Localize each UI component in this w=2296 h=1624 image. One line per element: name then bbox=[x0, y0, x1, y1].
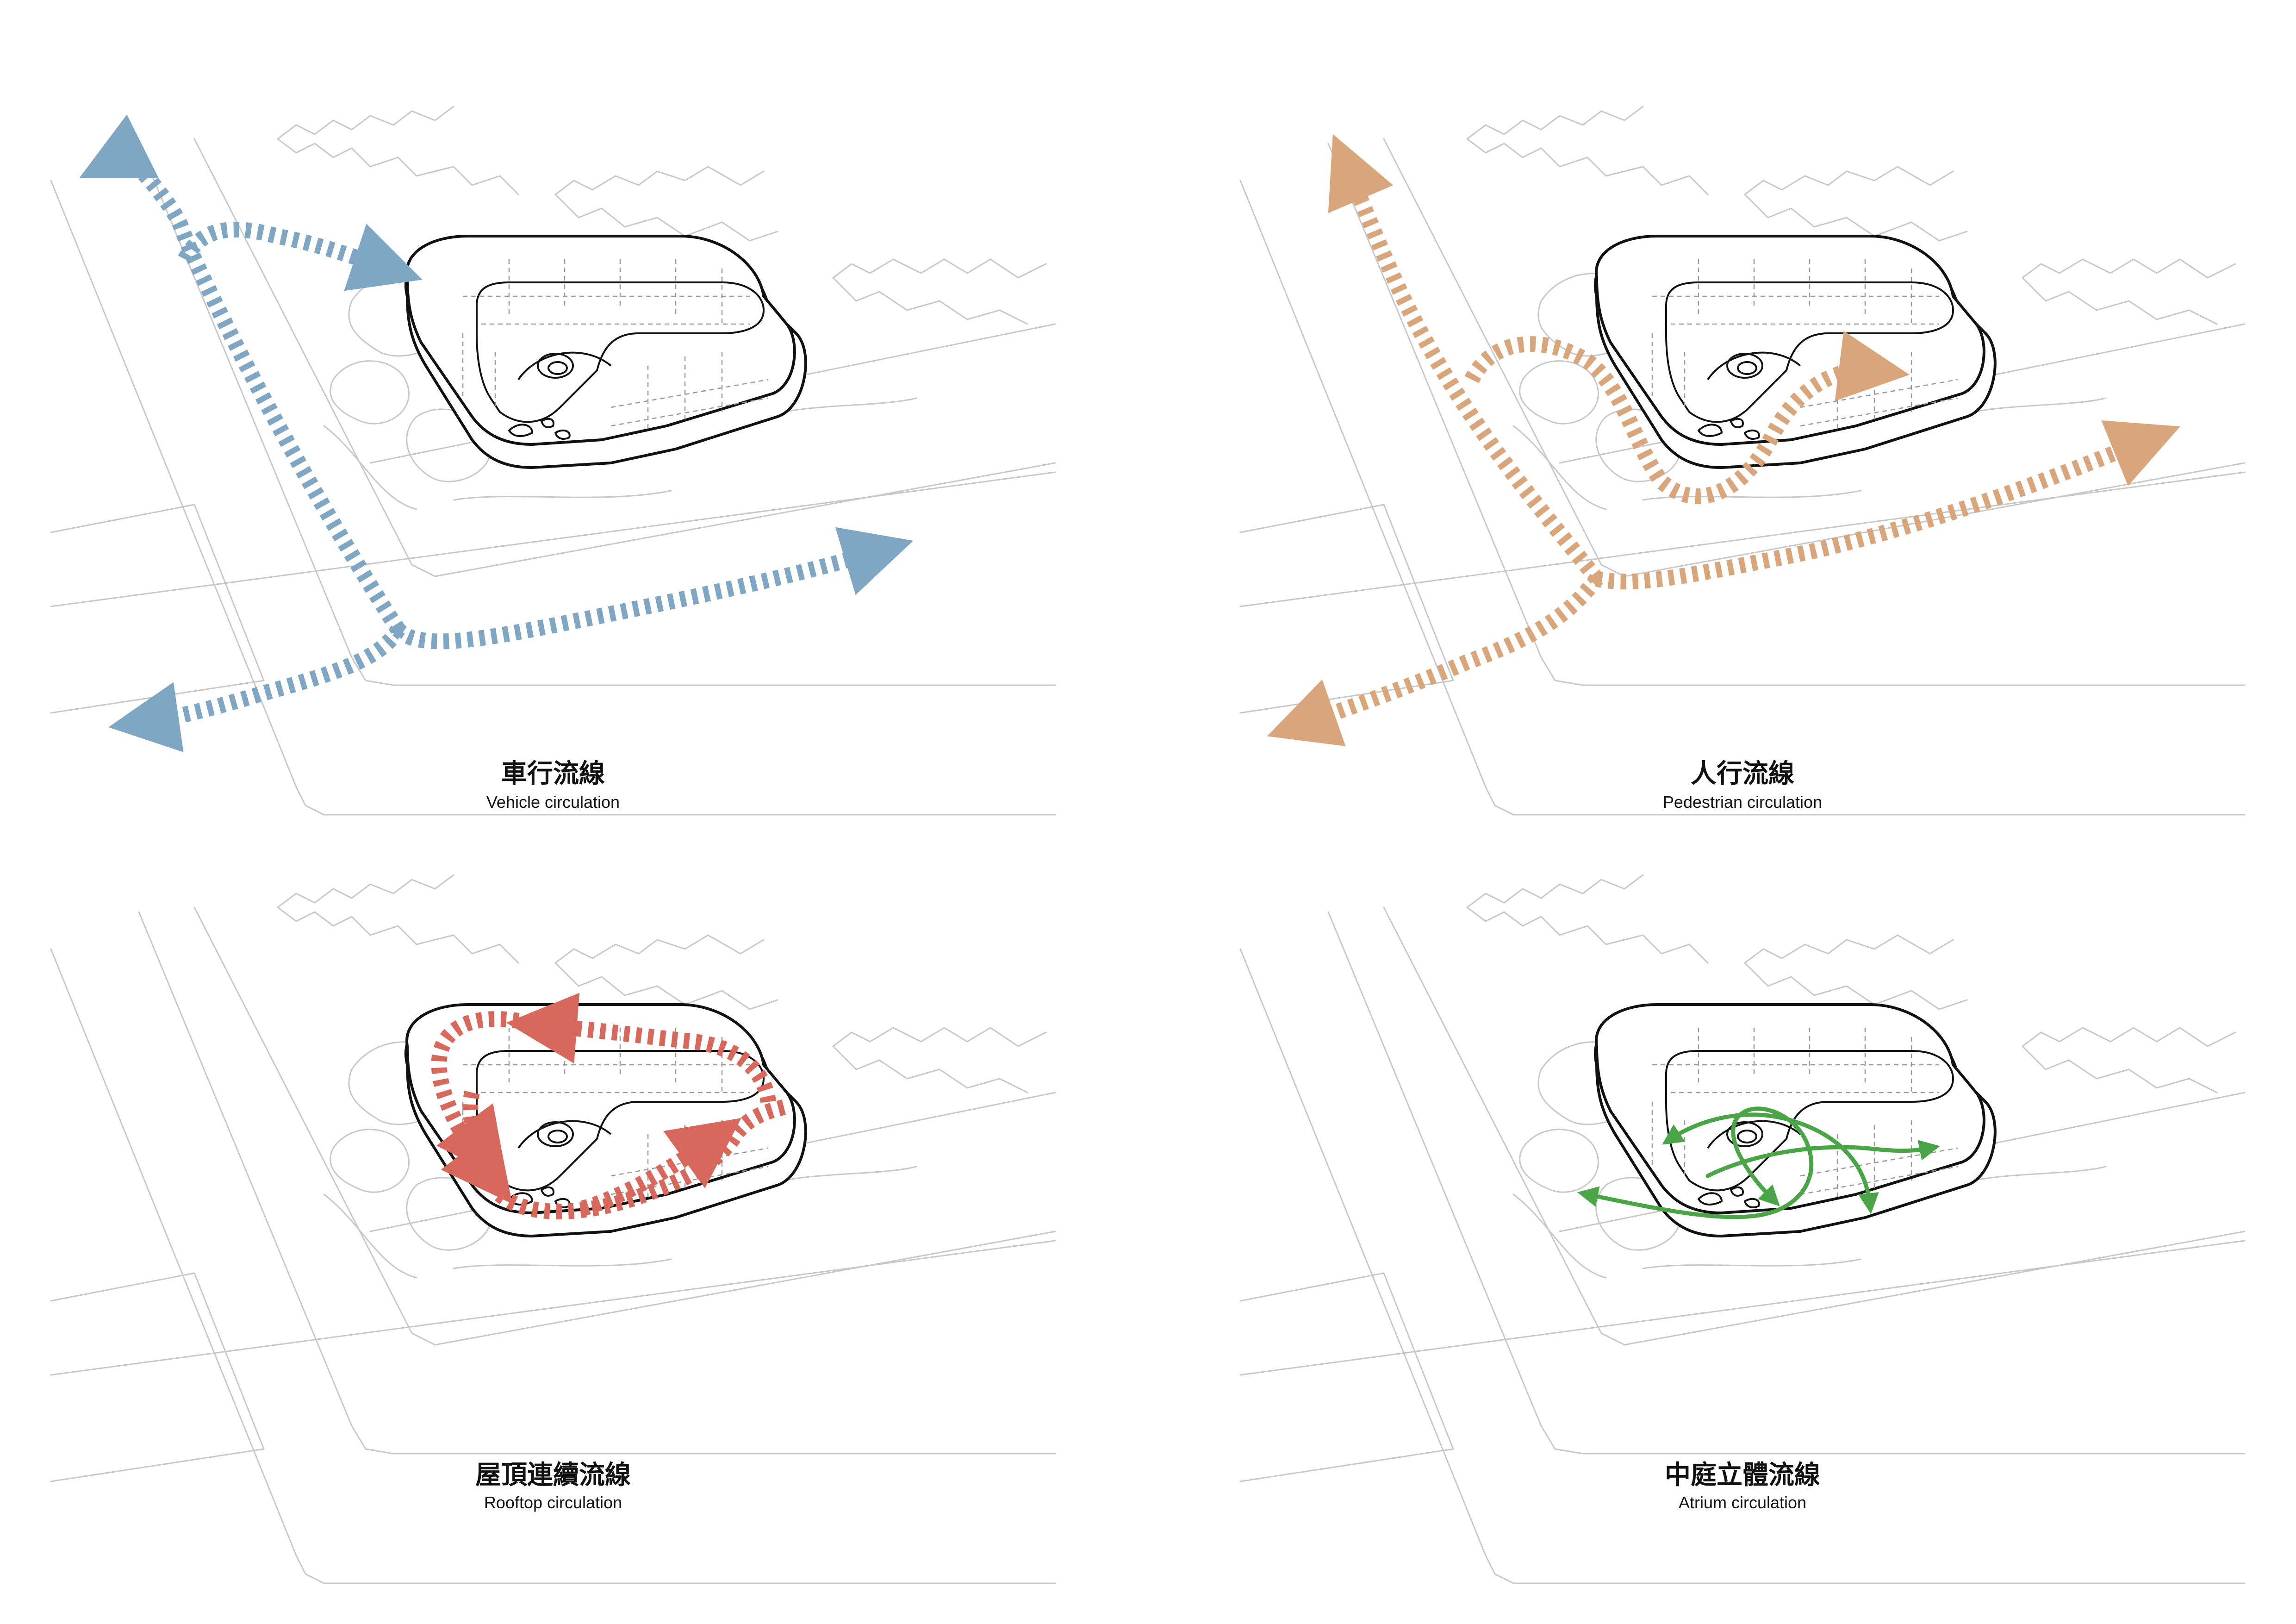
caption-en-pedestrian: Pedestrian circulation bbox=[1663, 793, 1822, 812]
panel-pedestrian: 人行流線 Pedestrian circulation bbox=[1239, 106, 2246, 816]
panel-vehicle: 車行流線 Vehicle circulation bbox=[50, 106, 1056, 816]
pedestrian-flow-north bbox=[1328, 134, 1603, 584]
pedestrian-flow-east bbox=[1594, 420, 2180, 590]
atrium-flow-cross bbox=[1705, 1140, 1941, 1178]
caption-cn-vehicle: 車行流線 bbox=[501, 758, 605, 789]
rooftop-flow bbox=[431, 993, 789, 1219]
pedestrian-flow bbox=[1267, 134, 2180, 746]
vehicle-flow-branch bbox=[178, 221, 423, 291]
panel-atrium: 中庭立體流線 Atrium circulation bbox=[1239, 874, 2246, 1584]
rooftop-flow-top bbox=[506, 993, 776, 1103]
pedestrian-flow-atrium bbox=[1464, 331, 1910, 504]
panel-rooftop: 屋頂連續流線 Rooftop circulation bbox=[50, 874, 1056, 1584]
vehicle-flow bbox=[79, 114, 914, 752]
atrium-flow-loop-right bbox=[1662, 1112, 1879, 1214]
building-model bbox=[1595, 236, 1995, 468]
pedestrian-flow-southwest bbox=[1267, 574, 1603, 746]
caption-en-atrium: Atrium circulation bbox=[1679, 1493, 1806, 1512]
caption-cn-pedestrian: 人行流線 bbox=[1691, 758, 1794, 789]
building-model bbox=[406, 236, 806, 468]
caption-cn-atrium: 中庭立體流線 bbox=[1665, 1460, 1820, 1490]
atrium-flow bbox=[1577, 1106, 1941, 1219]
vehicle-flow-north bbox=[79, 114, 405, 634]
rooftop-flow-inner bbox=[581, 1118, 741, 1216]
caption-en-rooftop: Rooftop circulation bbox=[484, 1493, 622, 1512]
caption-cn-rooftop: 屋頂連續流線 bbox=[475, 1460, 631, 1490]
caption-en-vehicle: Vehicle circulation bbox=[486, 793, 620, 812]
vehicle-flow-southwest bbox=[108, 625, 405, 752]
vehicle-flow-east bbox=[392, 527, 914, 650]
